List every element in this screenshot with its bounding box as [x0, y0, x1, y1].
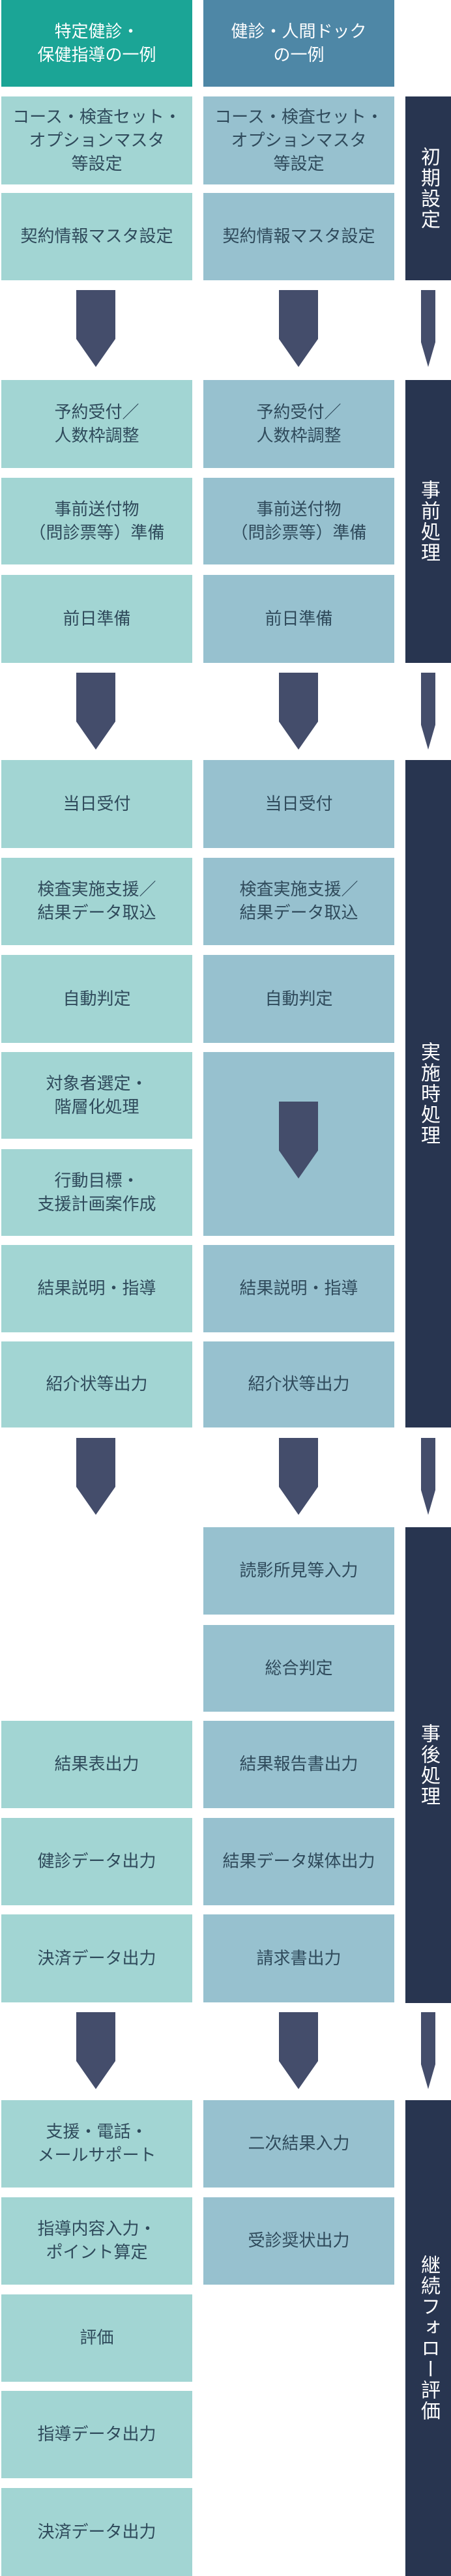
step-box-right: 契約情報マスタ設定 — [203, 193, 394, 280]
step-box-left: 対象者選定・ 階層化処理 — [1, 1052, 192, 1139]
skip-arrow-down — [279, 1102, 318, 1178]
step-box-right: 請求書出力 — [203, 1914, 394, 2002]
step-box-right: 検査実施支援／ 結果データ取込 — [203, 858, 394, 945]
step-box-left: 指導データ出力 — [1, 2391, 192, 2478]
step-box-left: 検査実施支援／ 結果データ取込 — [1, 858, 192, 945]
flow-arrow-down — [76, 290, 115, 367]
flow-arrow-down — [421, 2012, 435, 2089]
step-box-left: 指導内容入力・ ポイント算定 — [1, 2197, 192, 2285]
step-box-right: 受診奨状出力 — [203, 2197, 394, 2285]
phase-bar-post: 事後処理 — [405, 1527, 451, 2003]
flow-arrow-down — [421, 1438, 435, 1515]
step-box-left: 行動目標・ 支援計画案作成 — [1, 1149, 192, 1236]
flow-arrow-down — [76, 2012, 115, 2089]
step-box-right: 総合判定 — [203, 1625, 394, 1712]
phase-bar-initial: 初期設定 — [405, 96, 451, 280]
step-box-left: 契約情報マスタ設定 — [1, 193, 192, 280]
step-box-right: 読影所見等入力 — [203, 1527, 394, 1615]
flow-arrow-down — [421, 673, 435, 750]
step-box-right: 紹介状等出力 — [203, 1341, 394, 1427]
flow-arrow-down — [76, 1438, 115, 1515]
step-box-left: 自動判定 — [1, 955, 192, 1043]
step-box-right: 結果報告書出力 — [203, 1721, 394, 1808]
step-box-left: 決済データ出力 — [1, 2488, 192, 2576]
step-box-left: 決済データ出力 — [1, 1914, 192, 2002]
step-box-right: 自動判定 — [203, 955, 394, 1043]
flow-arrow-down — [279, 1438, 318, 1515]
step-box-left: 紹介状等出力 — [1, 1341, 192, 1427]
step-box-left: 事前送付物 （問診票等）準備 — [1, 478, 192, 564]
step-box-left: 評価 — [1, 2294, 192, 2382]
step-box-left: 結果表出力 — [1, 1721, 192, 1808]
step-box-right: 当日受付 — [203, 760, 394, 848]
header-left: 特定健診・ 保健指導の一例 — [1, 0, 192, 87]
header-right: 健診・人間ドック の一例 — [203, 0, 394, 87]
step-box-right: 前日準備 — [203, 575, 394, 663]
step-box-left: 当日受付 — [1, 760, 192, 848]
phase-bar-pre: 事前処理 — [405, 380, 451, 663]
phase-label-post: 事後処理 — [417, 1723, 440, 1807]
step-box-left: 支援・電話・ メールサポート — [1, 2100, 192, 2188]
step-box-left: 健診データ出力 — [1, 1818, 192, 1905]
flow-arrow-down — [279, 290, 318, 367]
phase-label-pre: 事前処理 — [417, 480, 440, 563]
step-box-right: 事前送付物 （問診票等）準備 — [203, 478, 394, 564]
step-box-left: コース・検査セット・ オプションマスタ 等設定 — [1, 96, 192, 184]
phase-label-execution: 実施時処理 — [417, 1042, 440, 1146]
step-box-right: 結果データ媒体出力 — [203, 1818, 394, 1905]
step-box-right: 結果説明・指導 — [203, 1245, 394, 1332]
step-box-left: 前日準備 — [1, 575, 192, 663]
step-box-right: 予約受付／ 人数枠調整 — [203, 380, 394, 468]
phase-bar-followup: 継続フォロー評価 — [405, 2100, 451, 2576]
step-box-right: コース・検査セット・ オプションマスタ 等設定 — [203, 96, 394, 184]
flow-arrow-down — [421, 290, 435, 367]
phase-bar-execution: 実施時処理 — [405, 760, 451, 1427]
step-box-left: 予約受付／ 人数枠調整 — [1, 380, 192, 468]
phase-label-followup: 継続フォロー評価 — [417, 2255, 440, 2422]
flow-arrow-down — [279, 2012, 318, 2089]
flow-arrow-down — [76, 673, 115, 750]
step-box-left: 結果説明・指導 — [1, 1245, 192, 1332]
step-box-right: 二次結果入力 — [203, 2100, 394, 2188]
phase-label-initial: 初期設定 — [417, 147, 440, 230]
flow-arrow-down — [279, 673, 318, 750]
